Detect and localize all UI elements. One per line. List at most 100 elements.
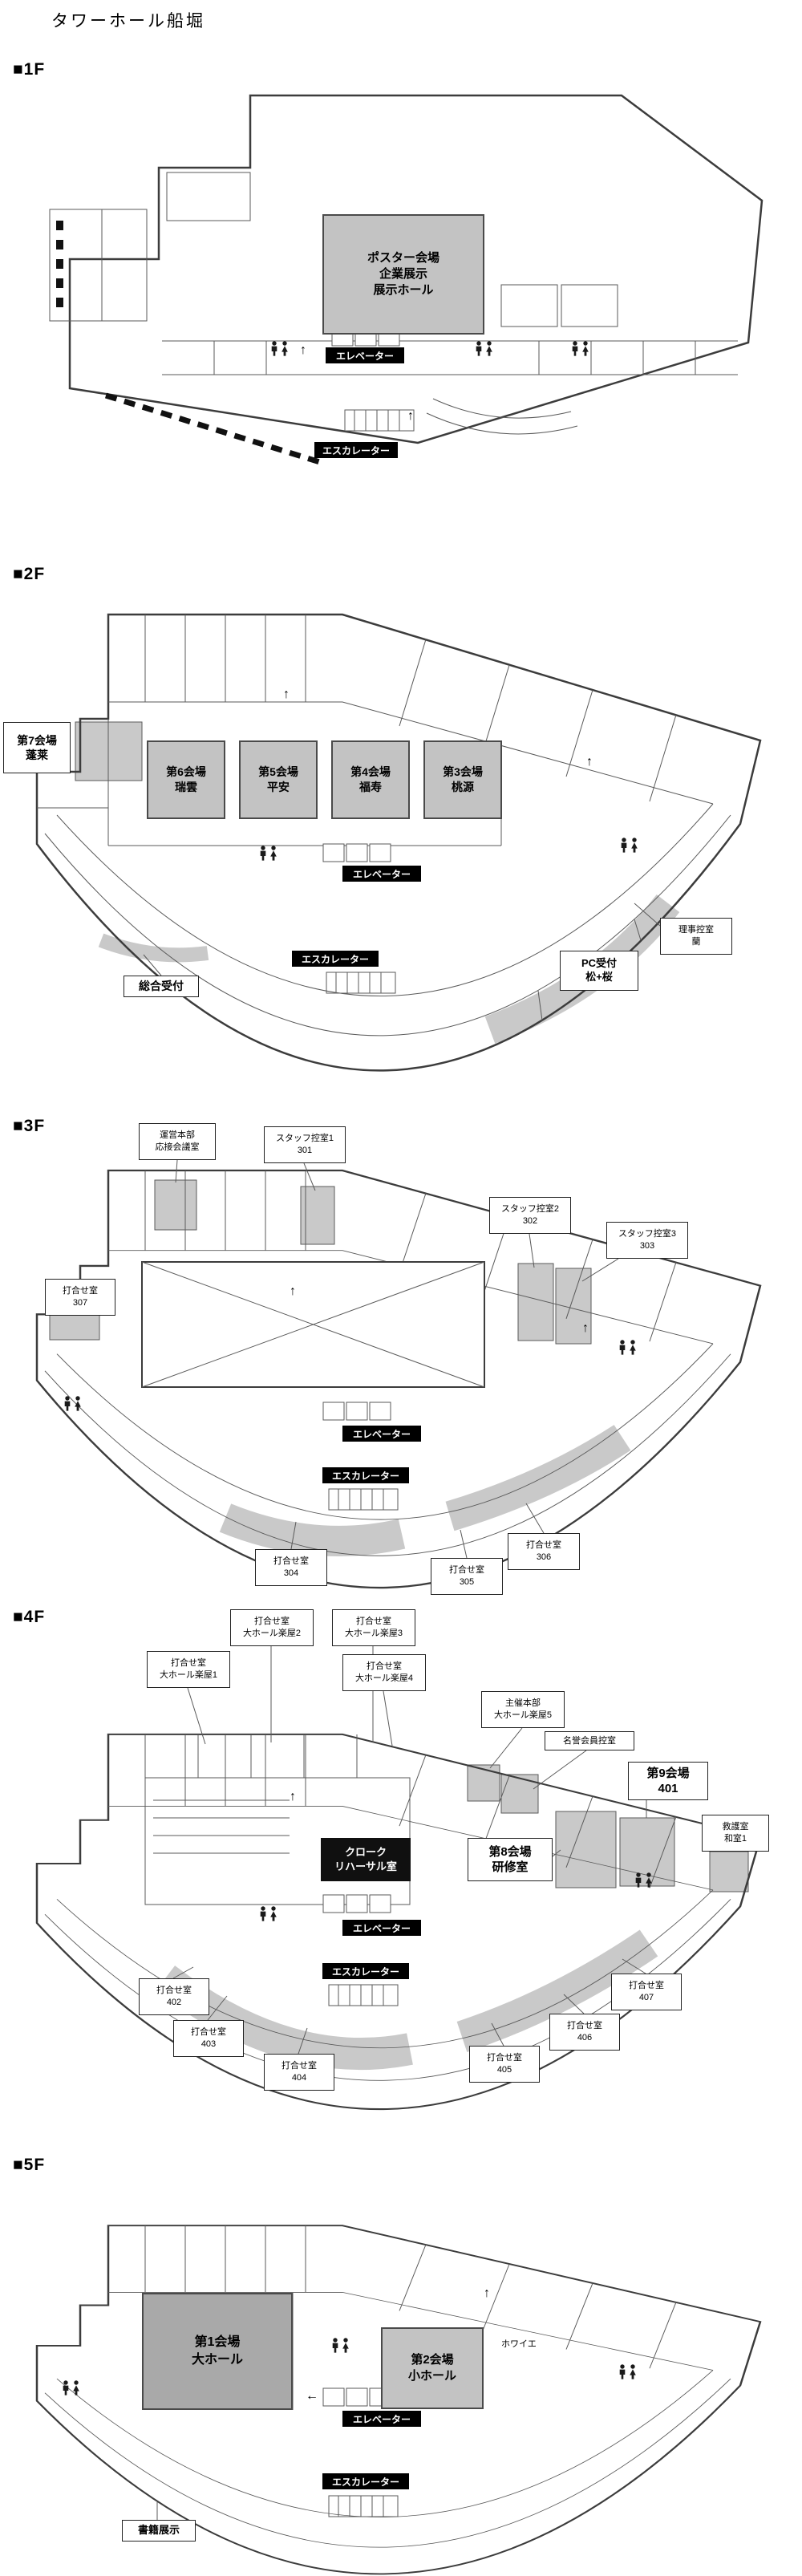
up-arrow-icon: ↑ [283,688,290,701]
hall5-room: 第5会場 平安 [239,740,318,819]
meeting-305-callout: 打合せ室 305 [431,1558,503,1595]
escalator-tag: エスカレーター [322,1963,409,1979]
greenroom-4-callout: 打合せ室 大ホール楽屋4 [342,1654,426,1691]
staff-room2-callout: スタッフ控室2 302 [489,1197,571,1234]
directors-lounge-callout: 理事控室 蘭 [660,918,732,955]
escalator-tag: エスカレーター [322,1467,409,1483]
greenroom-3-callout: 打合せ室 大ホール楽屋3 [332,1609,415,1646]
floor-4f-label: ■4F [13,1608,46,1626]
elevator-tag: エレベーター [342,866,421,882]
site-boundary-dashes [104,392,324,466]
pc-reception-box: PC受付 松+桜 [560,951,638,991]
restroom-man-icon [271,341,277,356]
elevator-bank-icon [322,1402,391,1421]
meeting-306-callout: 打合せ室 306 [508,1533,580,1570]
meeting-arc-rooms-right [456,1929,658,2052]
greenroom-2-callout: 打合せ室 大ホール楽屋2 [230,1609,314,1646]
building-outline [68,94,764,444]
hall6-room: 第6会場 瑞雲 [147,740,225,819]
hall4-room: 第4会場 福寿 [331,740,410,819]
up-arrow-icon: ↑ [300,343,306,357]
first-aid-callout: 救護室 和室1 [702,1815,769,1852]
floor-3f-plan: 運営本部 応接会議室 スタッフ控室1 301 スタッフ控室2 302 スタッフ控… [25,1117,771,1598]
operations-hq-room [154,1179,197,1231]
foyer-label: ホワイエ [501,2339,537,2349]
floor-4f-plan: 打合せ室 大ホール楽屋2 打合せ室 大ホール楽屋3 打合せ室 大ホール楽屋1 打… [25,1608,771,2129]
reception-desk [98,933,209,963]
restroom-woman-icon [270,1906,277,1921]
book-display-box: 書籍展示 [122,2520,196,2542]
poster-hall-room: ポスター会場 企業展示 展示ホール [322,214,484,335]
hall1-room: 第1会場 大ホール [142,2293,293,2410]
general-reception-box: 総合受付 [124,976,199,997]
restroom-woman-icon [486,341,492,356]
hall7-room-label: 第7会場 蓬莱 [3,722,71,773]
floor-5f-plan: 第1会場 大ホール 第2会場 小ホール ホワイエ エレベーター エスカレーター … [25,2159,771,2575]
leader-lines [172,1646,647,2055]
elevator-tag: エレベーター [342,1920,421,1936]
elevator-bank-icon [322,1894,391,1913]
floor-3f-drawing [35,1159,762,1589]
restroom-man-icon [619,2364,626,2379]
floor-3f-label: ■3F [13,1117,46,1135]
escalator-icon [328,1984,399,2006]
floor-1f-label: ■1F [13,60,46,79]
elevator-tag: エレベーター [342,1426,421,1442]
up-arrow-icon: ↑ [582,1321,589,1335]
floor-2f-label: ■2F [13,565,46,583]
floor-5f-label: ■5F [13,2156,46,2174]
restroom-woman-icon [630,1340,636,1355]
floor-2f-plan: 第7会場 蓬莱 第6会場 瑞雲 第5会場 平安 第4会場 福寿 第3会場 桃源 … [3,605,771,1086]
elevator-bank-icon [322,843,391,862]
restroom-woman-icon [630,2364,636,2379]
atrium-void [141,1261,485,1388]
escalator-icon [328,1488,399,1511]
hall9-room-box: 第9会場 401 [628,1762,708,1800]
meeting-405-callout: 打合せ室 405 [469,2046,540,2083]
honorary-lounge-room [500,1774,539,1814]
greenroom5-room [467,1764,500,1802]
floor-1f-drawing [49,94,764,466]
page-title: タワーホール船堀 [51,12,205,30]
annex-block [49,209,148,322]
restroom-woman-icon [631,838,638,853]
meeting-404-callout: 打合せ室 404 [264,2054,334,2091]
escalator-tag: エスカレーター [314,442,398,458]
leader-lines [175,1159,619,1559]
meeting-402-callout: 打合せ室 402 [139,1978,209,2015]
greenroom-1-callout: 打合せ室 大ホール楽屋1 [147,1651,230,1688]
restroom-man-icon [260,846,266,861]
staff-room1 [300,1186,335,1245]
hall3-room: 第3会場 桃源 [423,740,502,819]
restroom-man-icon [260,1906,266,1921]
meeting-406-callout: 打合せ室 406 [549,2014,620,2051]
floor-2f-drawing [35,613,762,1072]
restroom-man-icon [63,2380,69,2395]
hall2-room: 第2会場 小ホール [381,2327,484,2409]
restroom-woman-icon [270,846,277,861]
cloak-box: クローク リハーサル室 [321,1838,411,1881]
staff-room1-callout: スタッフ控室1 301 [264,1126,346,1163]
up-arrow-icon: ↑ [484,2286,490,2300]
escalator-icon [328,2495,399,2517]
meeting-304-callout: 打合せ室 304 [255,1549,327,1586]
escalator-icon [326,972,396,994]
restroom-man-icon [619,1340,626,1355]
restroom-woman-icon [582,341,589,356]
restroom-man-icon [332,2338,338,2353]
greenroom-5-callout: 主催本部 大ホール楽屋5 [481,1691,565,1728]
elevator-tag: エレベーター [326,347,404,363]
staff-room3 [555,1268,592,1345]
restroom-man-icon [64,1396,71,1411]
hall8-room-box: 第8会場 研修室 [468,1838,553,1881]
left-arrow-icon: ← [306,2389,318,2403]
escalator-tag: エスカレーター [322,2473,409,2489]
wall-dash-marks [56,221,63,307]
restroom-woman-icon [342,2338,349,2353]
staff-room2 [517,1263,554,1341]
restroom-man-icon [572,341,578,356]
meeting-arc-rooms-left [219,1503,406,1556]
up-arrow-icon: ↑ [290,1284,296,1298]
leader-lines [143,903,661,976]
meeting-307-callout: 打合せ室 307 [45,1279,115,1316]
